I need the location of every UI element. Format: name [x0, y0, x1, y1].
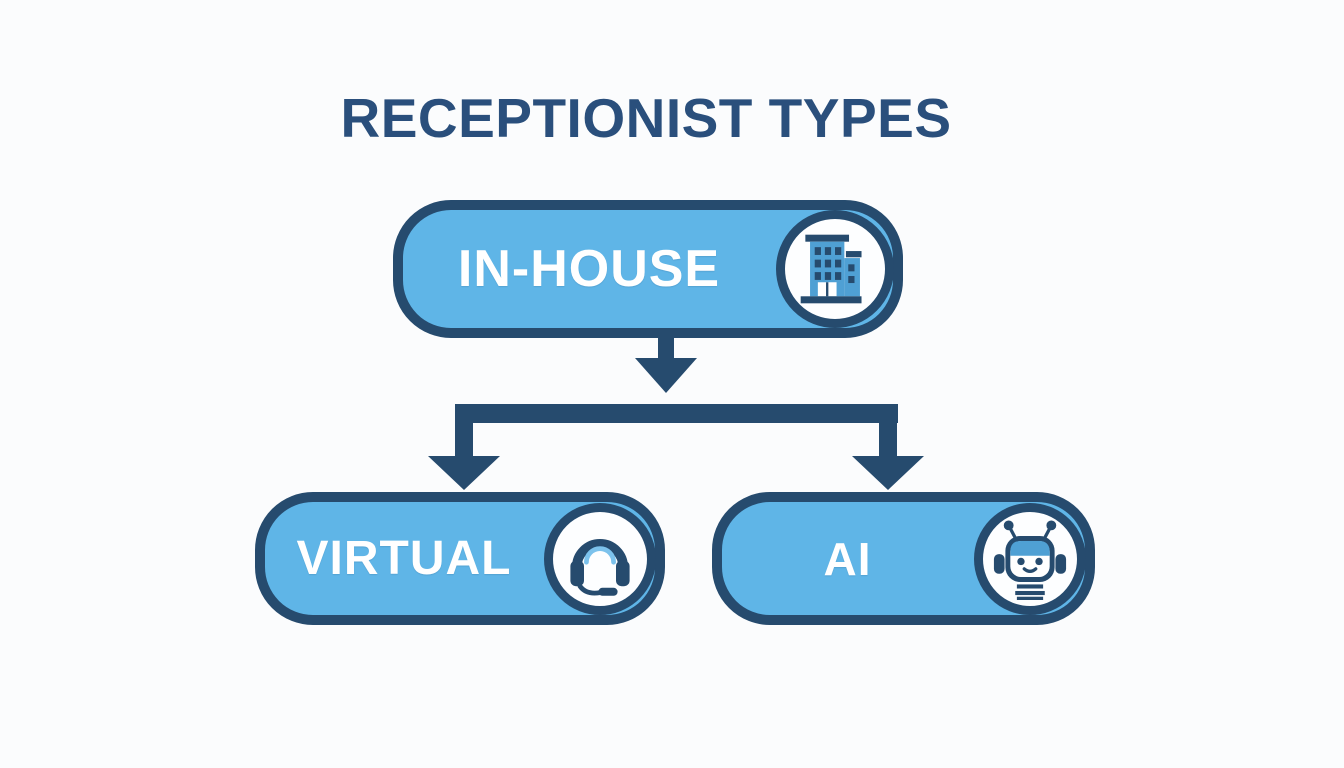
node-ai-label: AI [823, 532, 872, 585]
node-virtual-label: VIRTUAL [296, 531, 512, 585]
building-icon [800, 234, 862, 304]
page-title: RECEPTIONIST TYPES [340, 87, 952, 149]
node-in-house-label: IN-HOUSE [457, 240, 721, 298]
branch-bar [455, 404, 898, 423]
left-branch-arrow-down-icon [428, 404, 500, 490]
headset-icon [570, 538, 630, 596]
robot-icon [993, 519, 1067, 600]
root-arrow-down-icon [635, 334, 697, 393]
node-ai: AI [712, 492, 1095, 625]
right-branch-arrow-down-icon [852, 404, 924, 490]
node-in-house-icon-circle [776, 210, 894, 328]
node-in-house: IN-HOUSE [393, 200, 903, 338]
node-virtual-icon-circle [544, 502, 656, 615]
node-virtual: VIRTUAL [255, 492, 665, 625]
node-ai-icon-circle [974, 502, 1086, 615]
